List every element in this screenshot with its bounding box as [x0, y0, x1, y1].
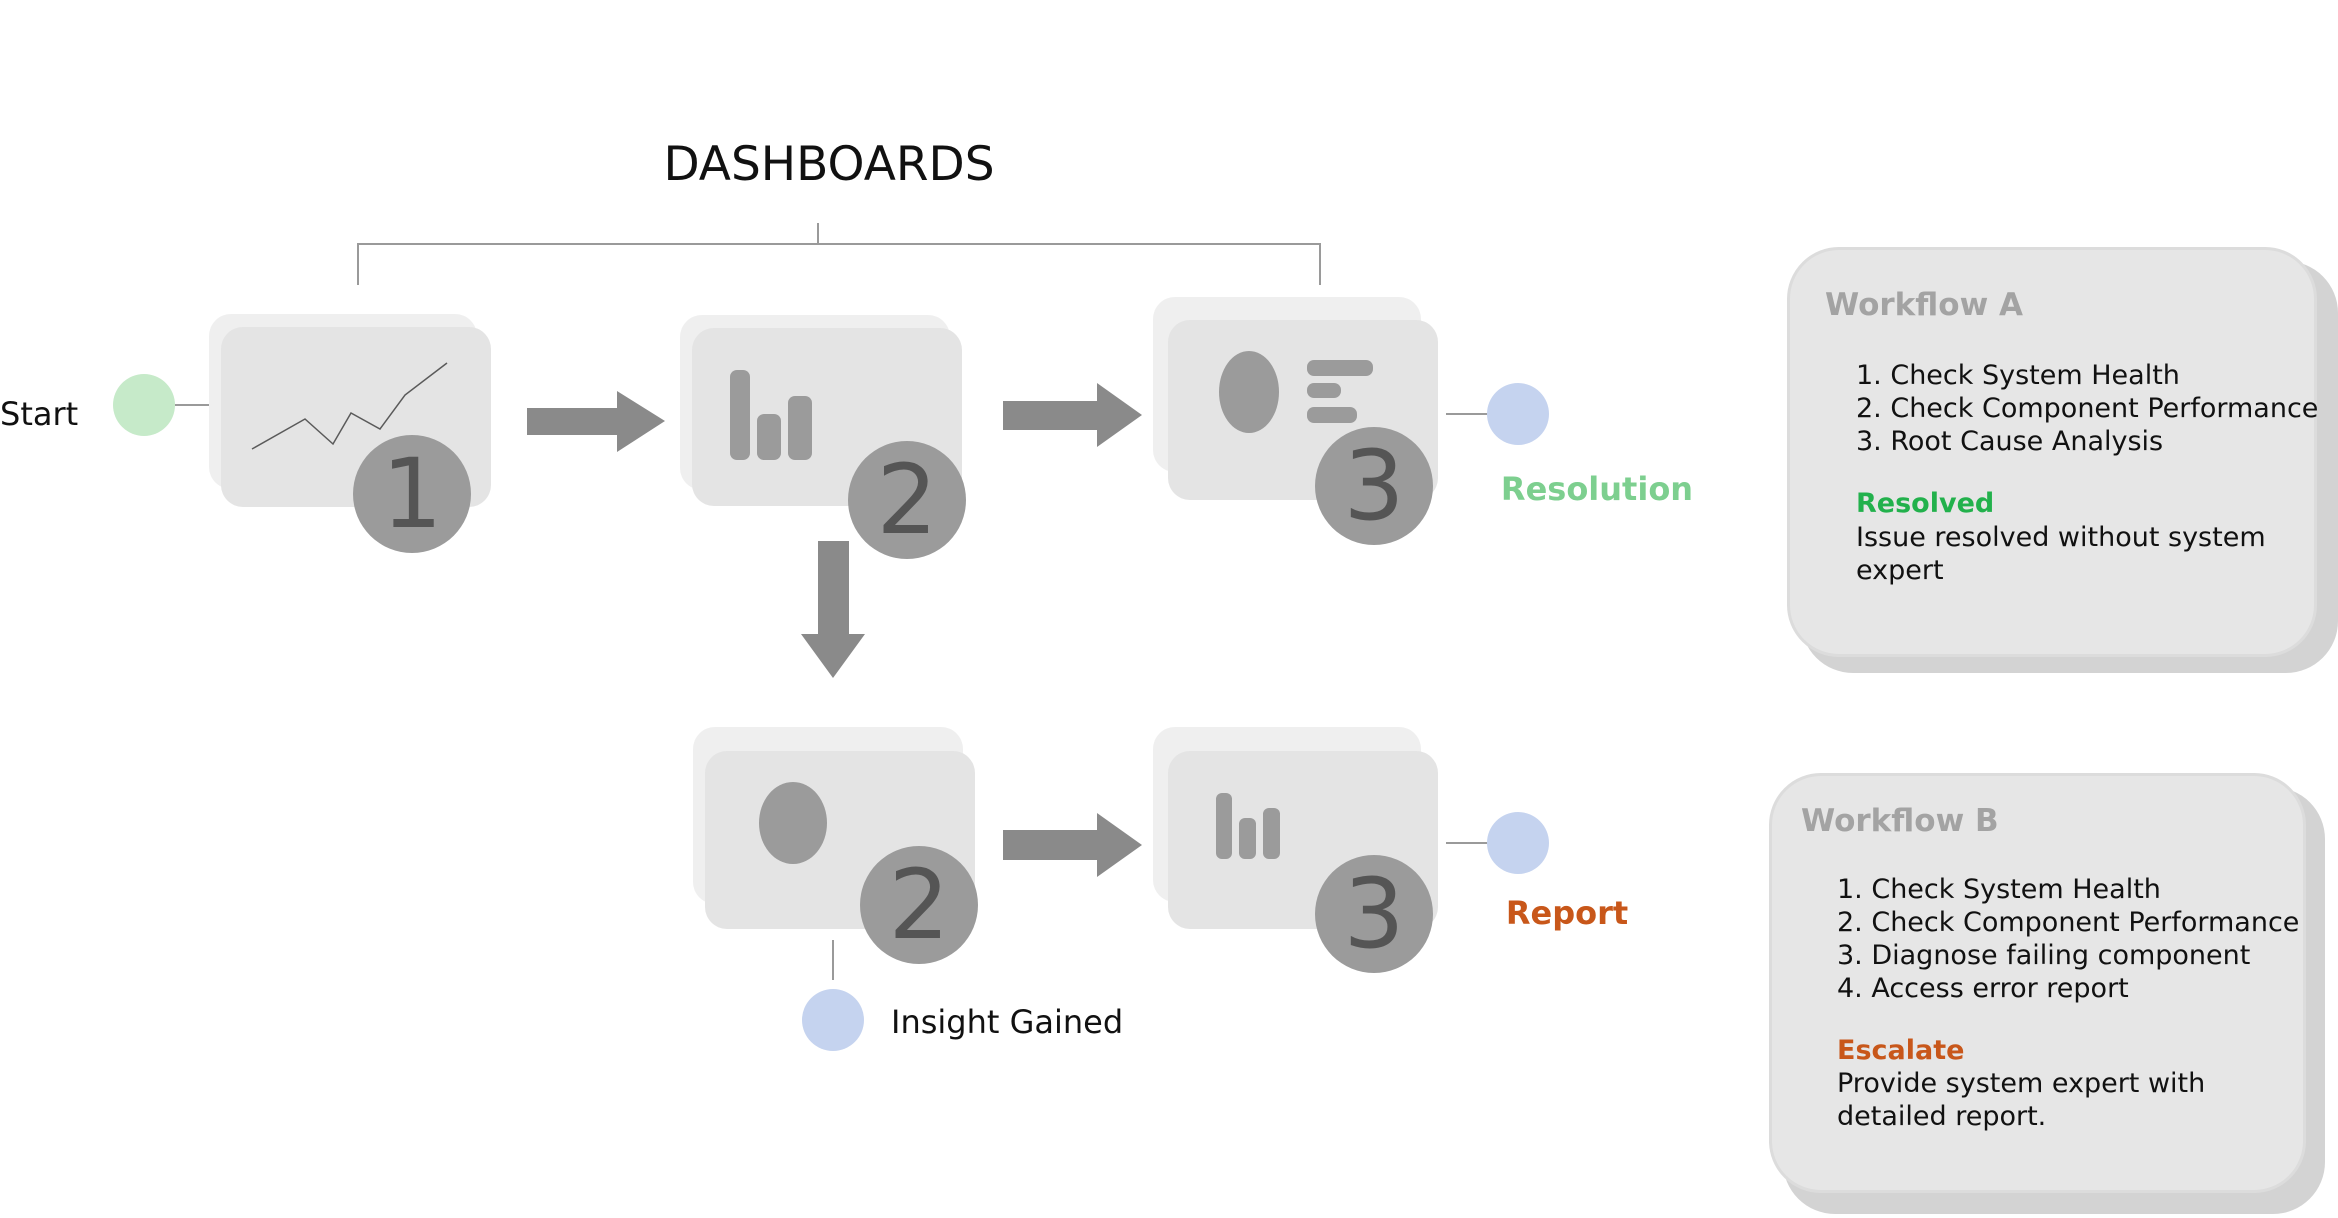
insight-node [802, 989, 864, 1051]
workflow-a-step-3: 3. Root Cause Analysis [1856, 426, 2164, 457]
start-node [113, 374, 175, 436]
workflow-b-description: Provide system expert with detailed repo… [1837, 1068, 2206, 1132]
report-label: Report [1506, 894, 1628, 932]
step-number-2: 2 [876, 444, 937, 556]
flow-arrow-1-2 [527, 391, 665, 452]
dashboard-card-3: 3 [1153, 297, 1438, 545]
step-number-1: 1 [381, 438, 442, 550]
workflow-b-steps: 1. Check System Health 2. Check Componen… [1837, 873, 2299, 1005]
workflow-b-title: Workflow B [1801, 803, 1999, 839]
workflow-a-panel-face [1787, 247, 2317, 657]
workflow-a-steps: 1. Check System Health 2. Check Componen… [1856, 359, 2318, 458]
report-node [1487, 812, 1549, 874]
step-number-3: 3 [1343, 430, 1404, 542]
flow-arrow-down [801, 541, 865, 678]
workflow-b-panel: Workflow B 1. Check System Health 2. Che… [1769, 773, 2325, 1214]
diagram-title: DASHBOARDS [663, 137, 994, 192]
start-label: Start [0, 395, 78, 433]
dashboard-card-2b: 2 [693, 727, 978, 964]
pie-bar-chart-icon [1219, 351, 1373, 433]
step-number-2b: 2 [888, 849, 949, 961]
flow-arrow-2-3 [1003, 383, 1142, 447]
bar-chart-icon [1216, 793, 1280, 859]
workflow-b-outcome: Escalate [1837, 1035, 1965, 1066]
workflow-b-panel-face [1769, 773, 2306, 1193]
step-badge-3b: 3 [1315, 855, 1433, 973]
workflow-a-panel: Workflow A 1. Check System Health 2. Che… [1787, 247, 2338, 673]
dashboard-card-3b: 3 [1153, 727, 1438, 973]
resolution-label: Resolution [1501, 470, 1693, 508]
dashboard-card-1: 1 [209, 314, 491, 553]
workflow-b-step-1: 1. Check System Health [1837, 874, 2161, 905]
workflow-b-step-4: 4. Access error report [1837, 973, 2129, 1004]
pie-chart-icon [759, 782, 827, 864]
workflow-a-step-2: 2. Check Component Performance [1856, 393, 2319, 424]
step-badge-2b: 2 [860, 846, 978, 964]
workflow-b-step-3: 3. Diagnose failing component [1837, 940, 2251, 971]
dashboards-bracket [357, 223, 1321, 285]
resolution-node [1487, 383, 1549, 445]
line-chart-icon [251, 362, 448, 450]
bar-chart-icon [730, 370, 812, 460]
workflow-b-step-2: 2. Check Component Performance [1837, 907, 2300, 938]
workflow-a-step-1: 1. Check System Health [1856, 360, 2180, 391]
step-number-3b: 3 [1343, 858, 1404, 970]
step-badge-1: 1 [353, 435, 471, 553]
flow-arrow-2b-3b [1003, 813, 1142, 877]
workflow-a-outcome: Resolved [1856, 488, 1995, 519]
step-badge-3: 3 [1315, 427, 1433, 545]
step-badge-2: 2 [848, 441, 966, 559]
workflow-a-title: Workflow A [1825, 287, 2023, 323]
workflow-a-description: Issue resolved without system expert [1856, 522, 2266, 586]
insight-label: Insight Gained [891, 1003, 1123, 1041]
dashboard-card-2: 2 [680, 315, 966, 559]
